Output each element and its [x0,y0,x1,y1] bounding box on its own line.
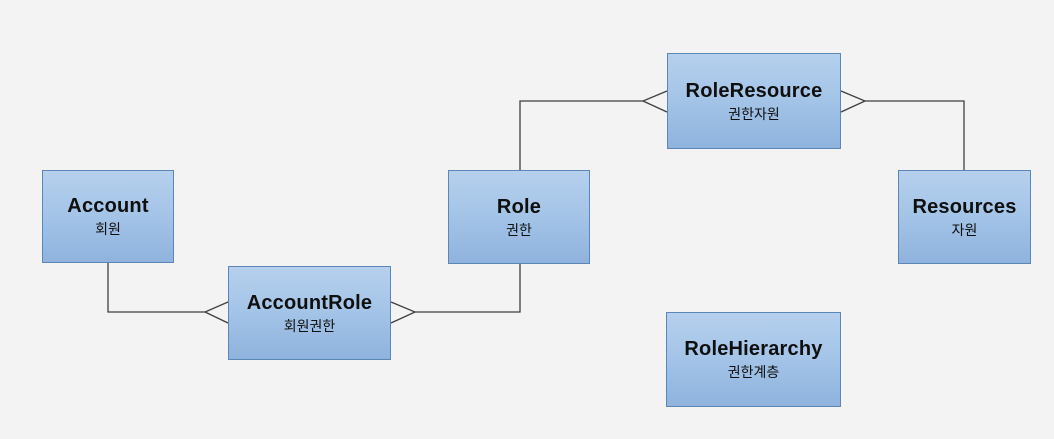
crow-foot-many-icon [641,90,668,113]
entity-account[interactable]: Account 회원 [42,170,174,263]
entity-accountrole[interactable]: AccountRole 회원권한 [228,266,391,360]
entity-account-subtitle: 회원 [95,221,121,238]
connector-elbow-line [865,100,965,170]
connector-elbow-line [519,100,643,170]
connector-role-accountrole [390,264,521,324]
entity-role-title: Role [496,195,542,218]
entity-accountrole-title: AccountRole [246,291,373,314]
entity-resources[interactable]: Resources 자원 [898,170,1031,264]
entity-account-title: Account [67,195,149,218]
crow-foot-many-icon [390,301,417,324]
crow-foot-many-icon [203,301,229,324]
connector-elbow-line [107,263,205,313]
entity-accountrole-subtitle: 회원권한 [283,317,336,334]
entity-rolehierarchy-title: RoleHierarchy [684,338,823,361]
connector-roleresource-resources [840,90,965,170]
entity-rolehierarchy[interactable]: RoleHierarchy 권한계층 [666,312,841,407]
entity-roleresource-title: RoleResource [685,79,823,102]
connector-account-accountrole [107,263,229,324]
entity-rolehierarchy-subtitle: 권한계층 [727,364,780,381]
entity-roleresource-subtitle: 권한자원 [728,105,780,122]
entity-roleresource[interactable]: RoleResource 권한자원 [667,53,841,149]
connector-role-roleresource [519,90,668,170]
entity-resources-subtitle: 자원 [951,221,978,238]
crow-foot-many-icon [840,90,867,113]
entity-resources-title: Resources [912,195,1017,218]
entity-role[interactable]: Role 권한 [448,170,590,264]
connector-elbow-line [415,264,521,313]
entity-role-subtitle: 권한 [506,221,532,238]
